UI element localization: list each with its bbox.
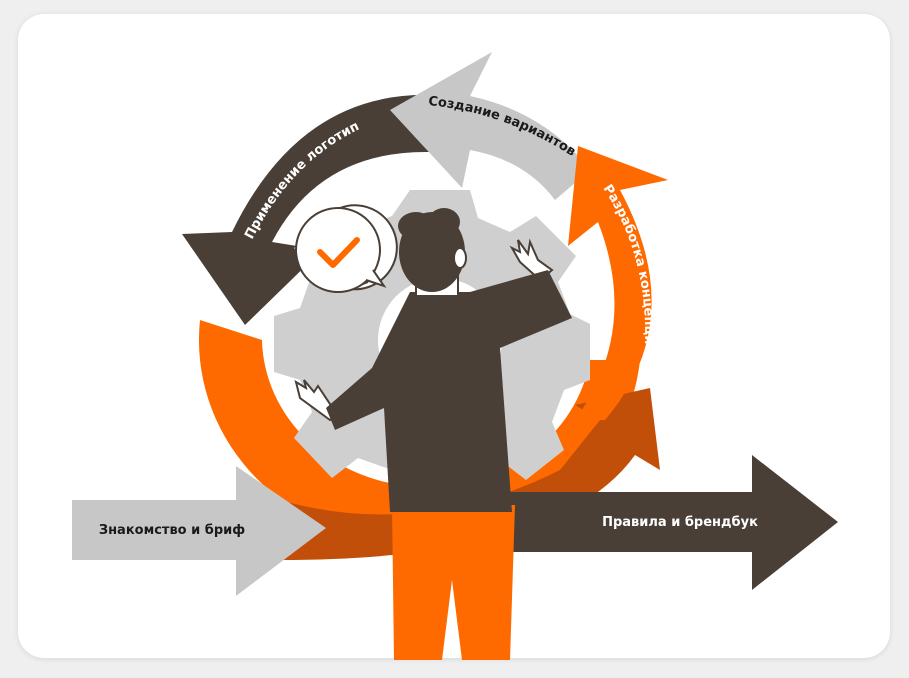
label-brief: Знакомство и бриф — [99, 523, 245, 538]
arrow-create-variants — [390, 52, 590, 200]
arrow-brief — [72, 466, 326, 596]
label-rules-brandbook: Правила и брендбук — [602, 515, 758, 530]
person-illustration — [294, 208, 572, 660]
arrow-concept — [568, 146, 668, 420]
label-logo-application: Применение логотипа — [0, 0, 362, 242]
checkmark-bubble-icon — [295, 204, 398, 293]
arrow-rules — [505, 455, 838, 590]
arrow-logo-application — [182, 94, 430, 325]
band-burnt-orange — [280, 388, 660, 560]
